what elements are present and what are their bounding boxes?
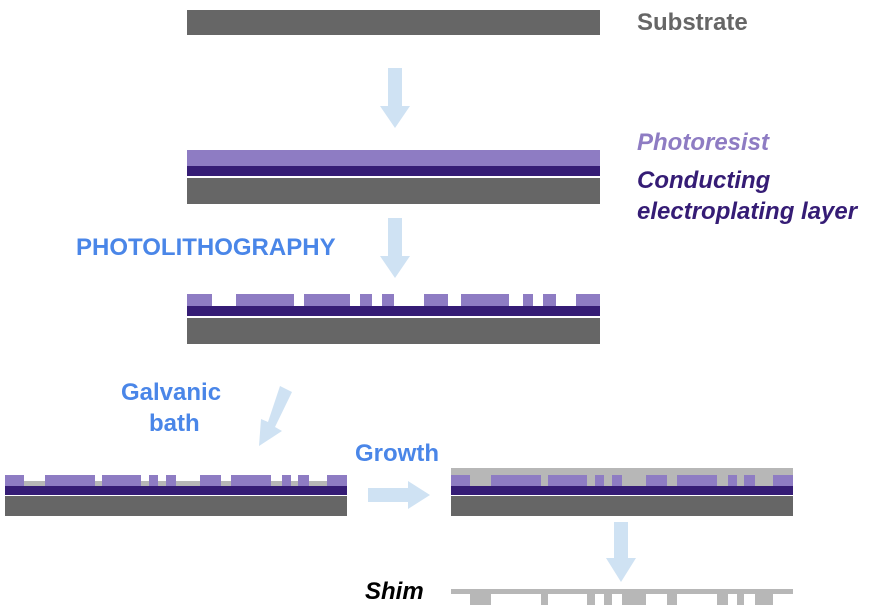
label-galvanic-line1: Galvanic (121, 379, 222, 406)
label-growth: Growth (355, 440, 439, 467)
label-photolithography: PHOTOLITHOGRAPHY (76, 234, 336, 261)
label-conducting-line1: Conducting (637, 167, 771, 194)
shim-features (470, 594, 773, 605)
photoresist-step5 (451, 475, 793, 486)
diagonal-arrow (259, 386, 292, 446)
substrate-layer-step3 (187, 318, 600, 344)
down-arrow-2 (380, 218, 410, 278)
photoresist-step4 (5, 475, 347, 486)
substrate-layer-step2 (187, 178, 600, 204)
photoresist-layer-step2 (187, 150, 600, 166)
label-shim: Shim (365, 578, 424, 605)
conducting-layer-step4 (5, 486, 347, 495)
label-photoresist: Photoresist (637, 129, 770, 156)
conducting-layer-step2 (187, 166, 600, 176)
label-conducting-line2: electroplating layer (637, 198, 858, 225)
label-galvanic-line2: bath (149, 410, 200, 437)
substrate-layer-step1 (187, 10, 600, 35)
down-arrow-3 (606, 522, 636, 582)
shim-top-plate (451, 589, 793, 594)
substrate-layer-step4 (5, 496, 347, 516)
substrate-layer-step5 (451, 496, 793, 516)
label-substrate: Substrate (637, 9, 748, 36)
conducting-layer-step5 (451, 486, 793, 495)
conducting-layer-step3 (187, 306, 600, 316)
patterned-photoresist-step3 (187, 294, 600, 306)
right-arrow (368, 481, 430, 509)
down-arrow-1 (380, 68, 410, 128)
